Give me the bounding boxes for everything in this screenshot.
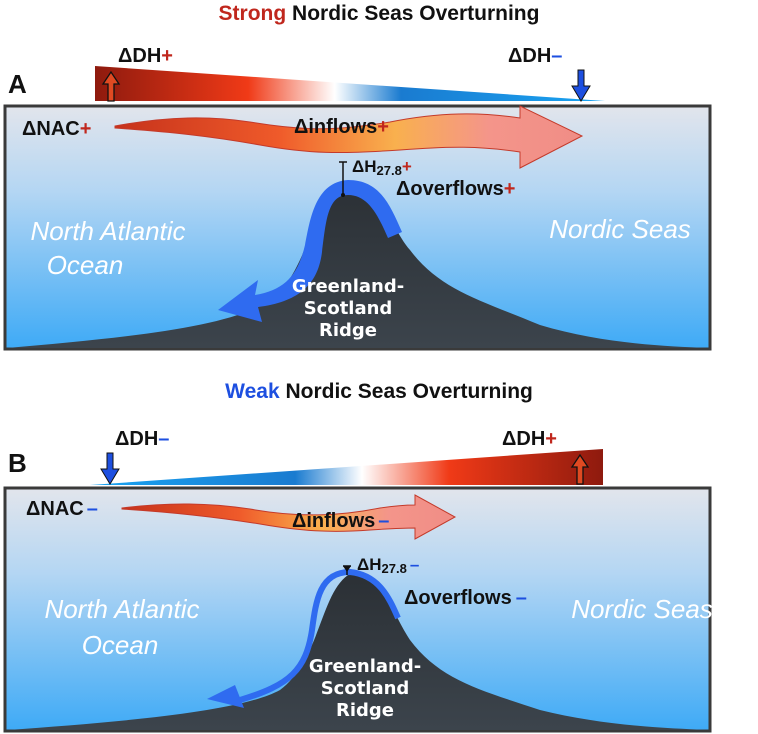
greenland-scotland-ridge bbox=[7, 183, 708, 348]
nac-label: ΔNAC– bbox=[26, 498, 98, 520]
panel-b-title: Weak Nordic Seas Overturning bbox=[225, 380, 533, 403]
dynamic-height-gradient bbox=[95, 66, 605, 101]
inflows-label: Δinflows+ bbox=[294, 116, 389, 138]
dynamic-height-gradient bbox=[90, 449, 603, 485]
isopycnal-height-marker bbox=[339, 161, 347, 197]
nordic-seas-label: Nordic Seas bbox=[549, 214, 691, 244]
inflow-arrow bbox=[114, 105, 584, 169]
dh-left-label: ΔDH– bbox=[115, 428, 169, 450]
overflow-arrow bbox=[239, 568, 401, 703]
panel-a-letter: A bbox=[8, 69, 27, 99]
greenland-scotland-ridge bbox=[7, 573, 708, 730]
h278-label: ΔH27.8+ bbox=[352, 157, 412, 178]
panel-b: Weak Nordic Seas Overturning B ΔDH– ΔDH+… bbox=[3, 380, 713, 733]
h278-label: ΔH27.8– bbox=[357, 555, 419, 576]
overflow-arrowhead bbox=[207, 685, 244, 708]
panel-a: Strong Nordic Seas Overturning A ΔDH+ ΔD… bbox=[3, 2, 712, 351]
overflow-arrow bbox=[218, 180, 402, 322]
inflows-label: Δinflows– bbox=[292, 510, 389, 532]
dh-right-label: ΔDH– bbox=[508, 45, 562, 67]
arrow-up-icon bbox=[570, 453, 590, 485]
panel-b-letter: B bbox=[8, 448, 27, 478]
arrow-up-icon bbox=[101, 70, 121, 102]
overflows-label: Δoverflows+ bbox=[396, 178, 515, 200]
panel-a-title: Strong Nordic Seas Overturning bbox=[219, 2, 540, 25]
inflow-arrow bbox=[121, 494, 457, 540]
arrow-down-icon bbox=[100, 452, 120, 485]
nordic-seas-label: Nordic Seas bbox=[571, 594, 713, 624]
dh-left-label: ΔDH+ bbox=[118, 45, 173, 67]
overflows-label: Δoverflows– bbox=[404, 587, 527, 609]
nac-label: ΔNAC+ bbox=[22, 118, 91, 140]
arrow-down-icon bbox=[571, 69, 591, 102]
isopycnal-height-marker bbox=[343, 565, 351, 575]
dh-right-label: ΔDH+ bbox=[502, 428, 557, 450]
